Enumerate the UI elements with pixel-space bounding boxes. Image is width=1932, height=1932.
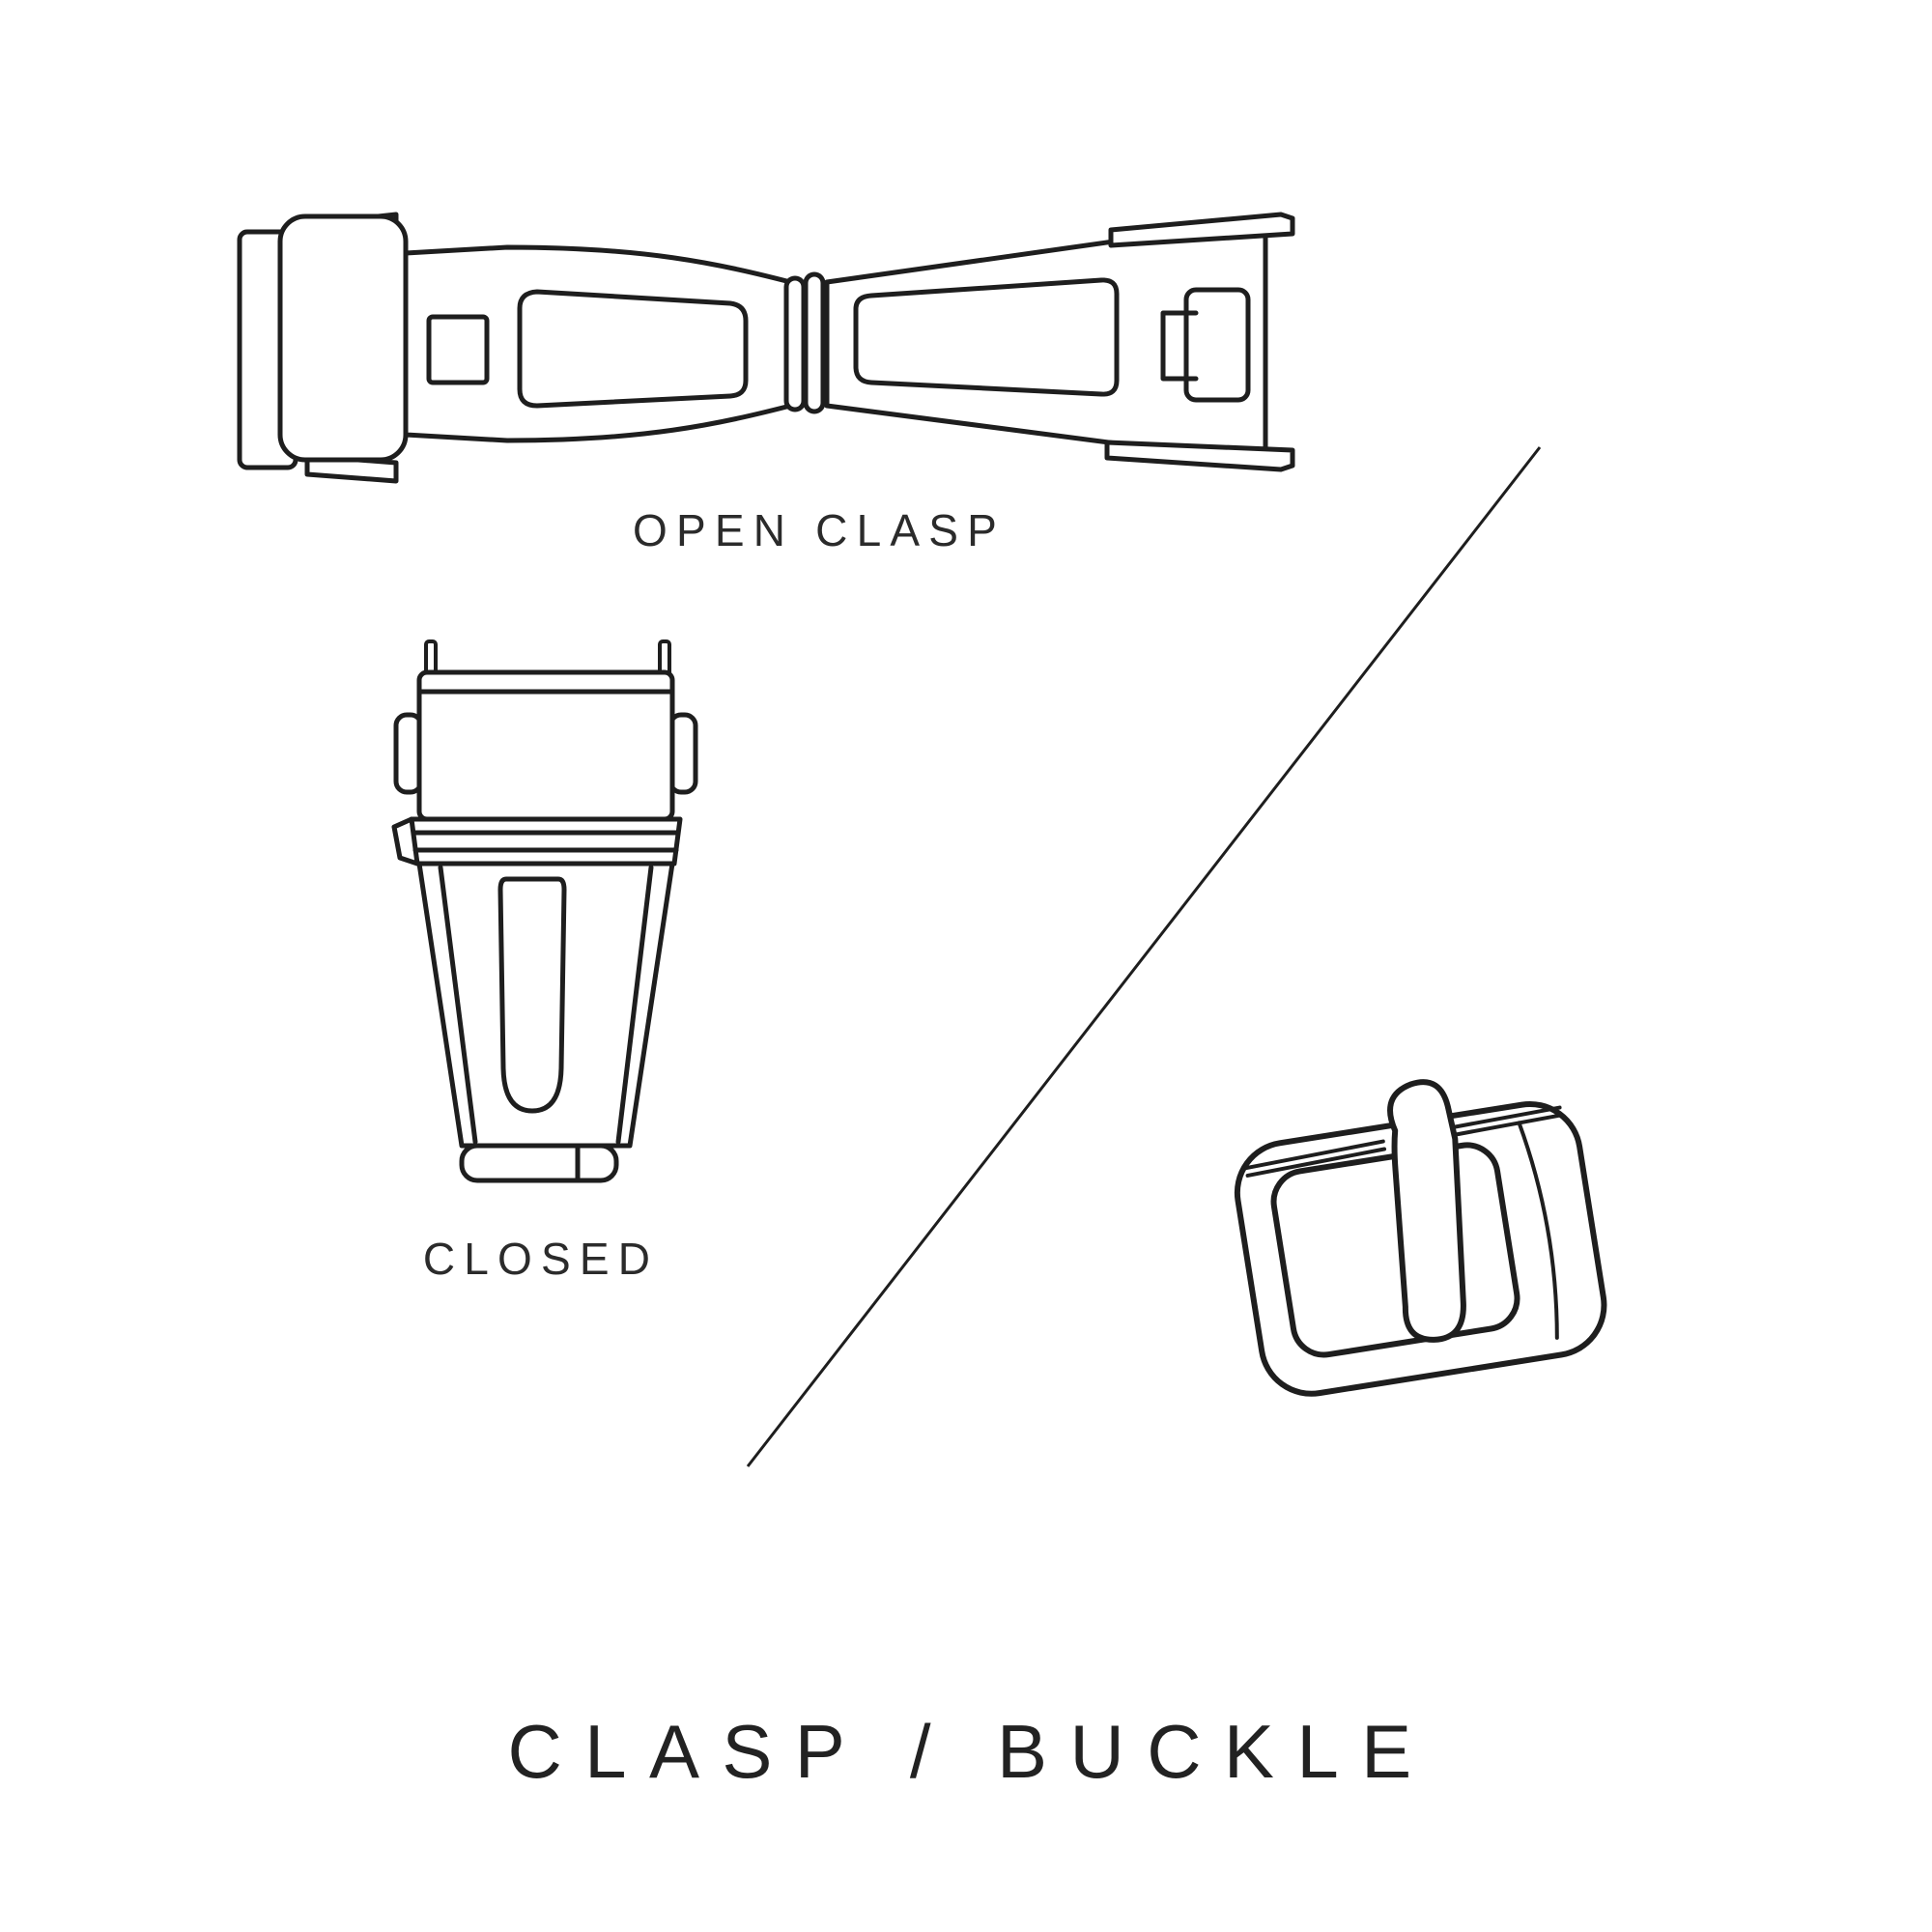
open-clasp-illustration (237, 212, 1295, 484)
buckle-illustration (1234, 1079, 1607, 1397)
page-title: CLASP / BUCKLE (507, 1709, 1435, 1794)
closed-clasp-label: CLOSED (422, 1234, 660, 1284)
closed-clasp-illustration (391, 639, 698, 1183)
diagonal-divider-line (746, 446, 1542, 1467)
open-clasp-label: OPEN CLASP (633, 505, 1006, 555)
